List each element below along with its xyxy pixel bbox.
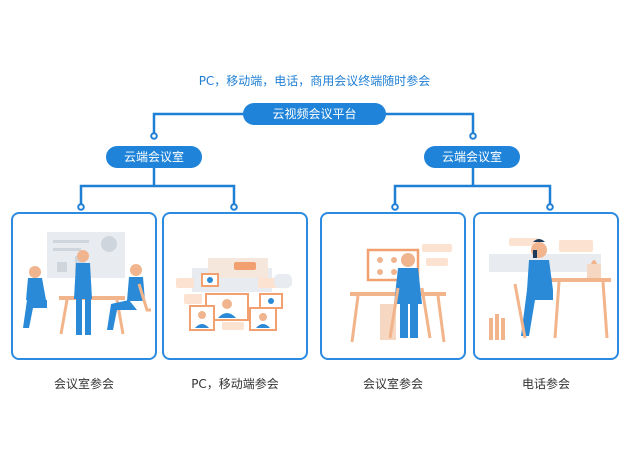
meeting-room-illustration [23, 232, 151, 335]
card-caption-1: 会议室参会 [53, 377, 114, 391]
card-caption-4: 电话参会 [521, 377, 570, 391]
card-caption-3: 会议室参会 [362, 377, 423, 391]
video-meeting-room-illustration [350, 244, 452, 343]
top-caption: PC，移动端，电话，商用会议终端随时参会 [198, 74, 431, 88]
phone-call-illustration [489, 238, 611, 340]
cloud-room-node-right: 云端会议室 [424, 146, 520, 168]
card-meeting-room-2 [320, 212, 466, 360]
video-grid-illustration [176, 258, 292, 331]
card-pc-mobile [162, 212, 308, 360]
platform-node: 云视频会议平台 [243, 103, 386, 125]
card-caption-2: PC，移动端参会 [191, 377, 279, 391]
card-meeting-room-1 [11, 212, 157, 360]
cloud-room-node-left: 云端会议室 [106, 146, 202, 168]
card-phone [473, 212, 619, 360]
